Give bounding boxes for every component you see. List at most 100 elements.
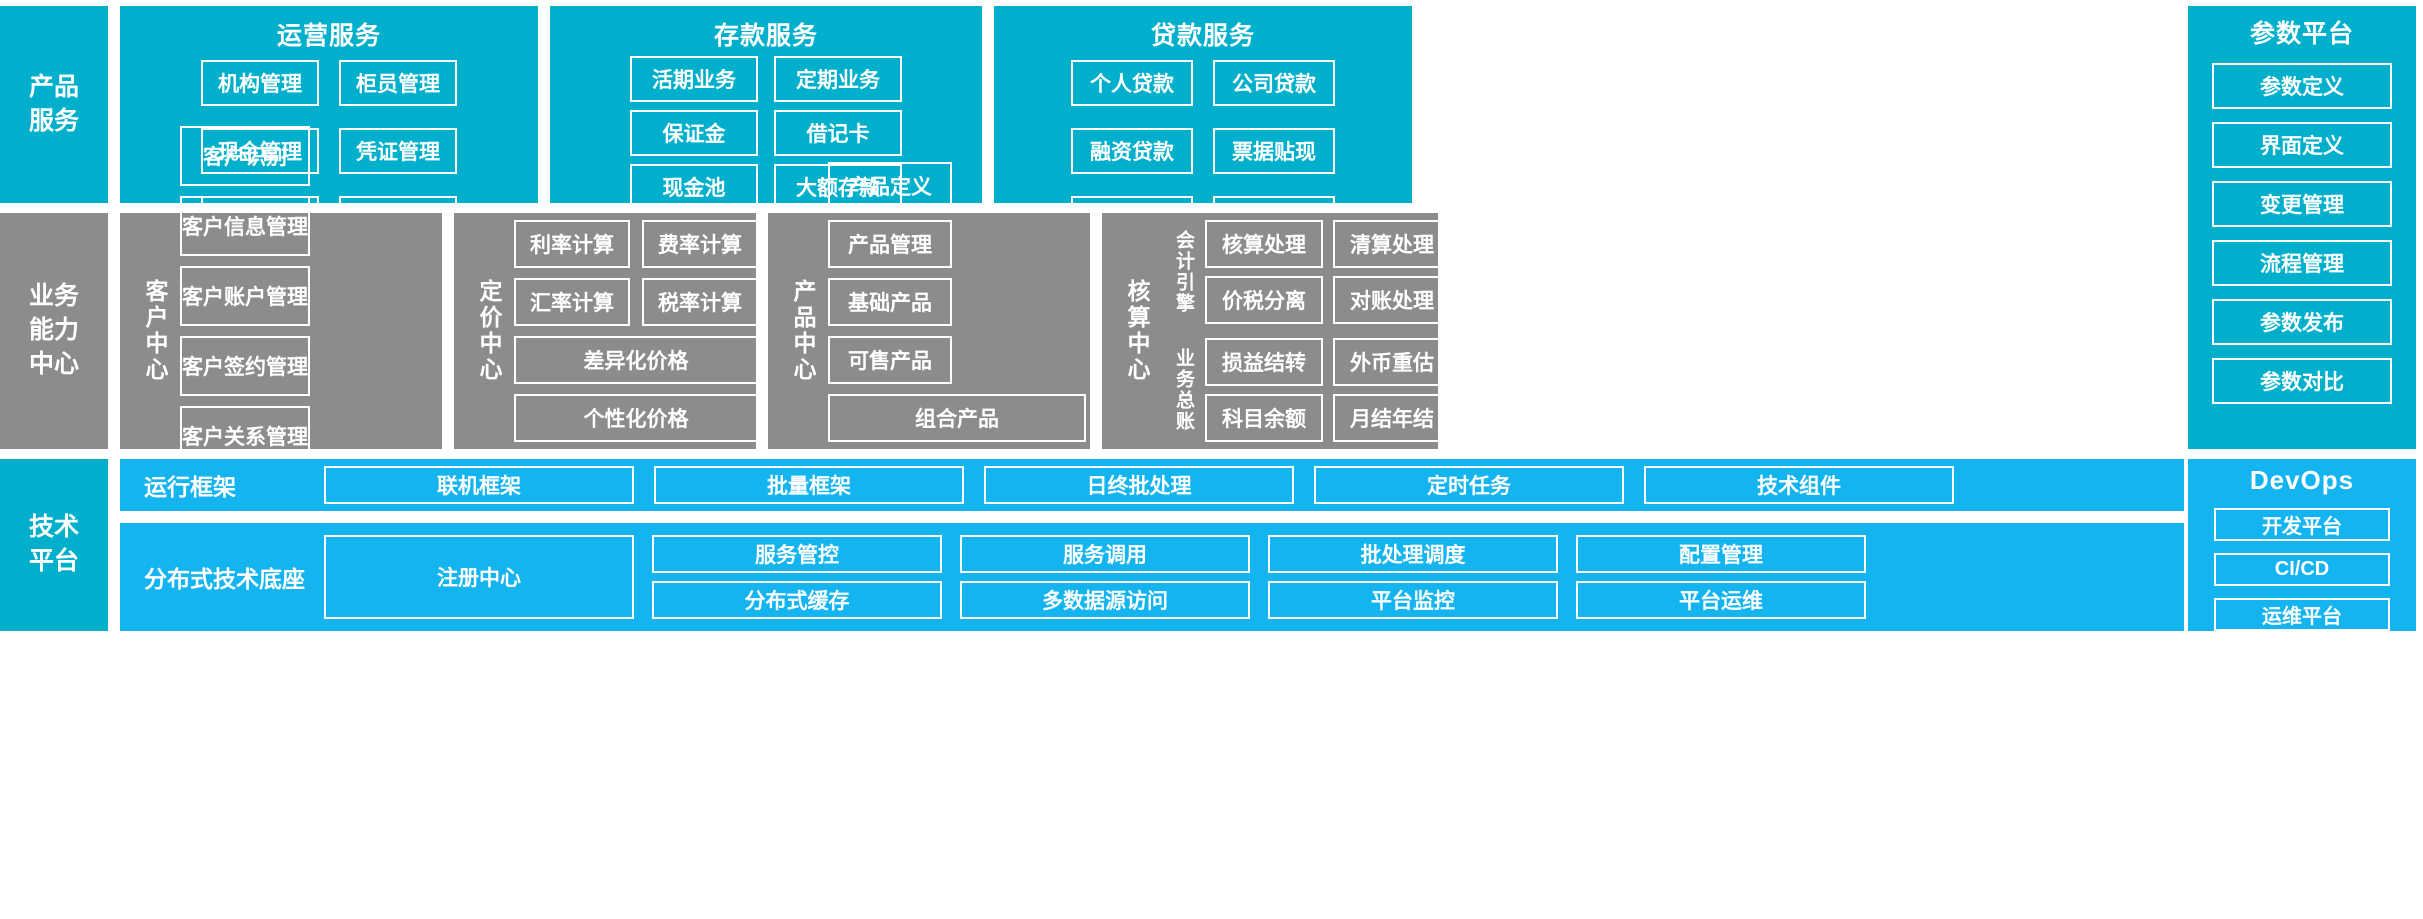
item-parameter[interactable]: 参数发布 bbox=[2212, 299, 2392, 345]
item-pricing[interactable]: 汇率计算 bbox=[514, 278, 630, 326]
band-label-business-capability: 业务能力中心 bbox=[0, 213, 108, 449]
accounting-engine-items: 核算处理 清算处理 价税分离 对账处理 bbox=[1205, 220, 1451, 324]
panel-title-operation: 运营服务 bbox=[276, 22, 381, 50]
parameter-platform-title: 参数平台 bbox=[2249, 20, 2354, 48]
strip-label-runtime: 运行框架 bbox=[144, 474, 236, 500]
item-base[interactable]: 多数据源访问 bbox=[960, 581, 1250, 619]
vlabel-customer-center: 客户中心 bbox=[142, 279, 168, 383]
item-parameter[interactable]: 参数对比 bbox=[2212, 358, 2392, 404]
product-items: 产品定义 产品管理 基础产品 可售产品 组合产品 产品引擎 bbox=[828, 162, 1086, 500]
item-runtime[interactable]: 定时任务 bbox=[1314, 466, 1624, 504]
item-runtime[interactable]: 日终批处理 bbox=[984, 466, 1294, 504]
vlabel-accounting-center: 核算中心 bbox=[1124, 279, 1150, 383]
item-accounting[interactable]: 核算处理 bbox=[1205, 220, 1323, 268]
item-product[interactable]: 组合产品 bbox=[828, 394, 1086, 442]
business-capability-band: 业务能力中心 客户中心 客户识别 客户信息管理 客户账户管理 客户签约管理 客户… bbox=[0, 126, 2423, 536]
parameter-platform-column: 参数平台 参数定义 界面定义 变更管理 流程管理 参数发布 参数对比 bbox=[2188, 6, 2416, 449]
runtime-items: 联机框架 批量框架 日终批处理 定时任务 技术组件 bbox=[324, 466, 1954, 504]
item-accounting[interactable]: 清算处理 bbox=[1333, 220, 1451, 268]
vlabel-product-center: 产品中心 bbox=[790, 279, 816, 383]
item-operation[interactable]: 机构管理 bbox=[201, 60, 319, 106]
base-column: 服务管控 分布式缓存 bbox=[652, 535, 942, 619]
item-deposit[interactable]: 活期业务 bbox=[630, 56, 758, 102]
item-ledger[interactable]: 科目余额 bbox=[1205, 394, 1323, 442]
panel-title-deposit: 存款服务 bbox=[713, 22, 818, 50]
item-product[interactable]: 产品管理 bbox=[828, 220, 952, 268]
accounting-group-ledger: 业务总账 损益结转 外币重估 科目余额 月结年结 bbox=[1162, 338, 1451, 442]
item-loan[interactable]: 个人贷款 bbox=[1071, 60, 1193, 106]
item-parameter[interactable]: 变更管理 bbox=[2212, 181, 2392, 227]
item-customer[interactable]: 客户签约管理 bbox=[180, 336, 310, 396]
item-base[interactable]: 服务调用 bbox=[960, 535, 1250, 573]
item-loan[interactable]: 公司贷款 bbox=[1213, 60, 1335, 106]
item-registry-center[interactable]: 注册中心 bbox=[324, 535, 634, 619]
panel-loan-services: 贷款服务 个人贷款 公司贷款 融资贷款 票据贴现 网上贷款 联合贷款 bbox=[994, 6, 1412, 242]
item-pricing[interactable]: 个性化价格 bbox=[514, 394, 758, 442]
item-product[interactable]: 基础产品 bbox=[828, 278, 952, 326]
item-pricing[interactable]: 利率计算 bbox=[514, 220, 630, 268]
devops-column: DevOps 开发平台 CI/CD 运维平台 bbox=[2188, 459, 2416, 631]
item-parameter[interactable]: 流程管理 bbox=[2212, 240, 2392, 286]
item-base[interactable]: 配置管理 bbox=[1576, 535, 1866, 573]
item-pricing[interactable]: 税率计算 bbox=[642, 278, 758, 326]
item-product[interactable]: 产品定义 bbox=[828, 162, 952, 210]
item-parameter[interactable]: 参数定义 bbox=[2212, 63, 2392, 109]
item-ledger[interactable]: 损益结转 bbox=[1205, 338, 1323, 386]
item-runtime[interactable]: 联机框架 bbox=[324, 466, 634, 504]
vlabel-business-ledger: 业务总账 bbox=[1173, 348, 1194, 432]
item-base[interactable]: 分布式缓存 bbox=[652, 581, 942, 619]
base-column: 批处理调度 平台监控 bbox=[1268, 535, 1558, 619]
item-operation[interactable]: 凭证管理 bbox=[339, 128, 457, 174]
item-runtime[interactable]: 技术组件 bbox=[1644, 466, 1954, 504]
item-deposit[interactable]: 现金池 bbox=[630, 164, 758, 210]
pricing-items: 利率计算 费率计算 汇率计算 税率计算 差异化价格 个性化价格 bbox=[514, 220, 758, 442]
item-devops[interactable]: 开发平台 bbox=[2214, 508, 2390, 541]
item-loan[interactable]: 融资贷款 bbox=[1071, 128, 1193, 174]
panel-pricing-center: 定价中心 利率计算 费率计算 汇率计算 税率计算 差异化价格 个性化价格 bbox=[454, 213, 758, 449]
base-column: 配置管理 平台运维 bbox=[1576, 535, 1866, 619]
panel-accounting-center: 核算中心 会计引擎 核算处理 清算处理 价税分离 对账处理 业务总账 损益结转 … bbox=[1102, 213, 1451, 449]
item-deposit[interactable]: 保证金 bbox=[630, 110, 758, 156]
panel-title-loan: 贷款服务 bbox=[1150, 22, 1255, 50]
item-customer[interactable]: 客户关系管理 bbox=[180, 406, 310, 466]
item-pricing[interactable]: 费率计算 bbox=[642, 220, 758, 268]
item-base[interactable]: 批处理调度 bbox=[1268, 535, 1558, 573]
item-customer[interactable]: 客户信息管理 bbox=[180, 196, 310, 256]
item-deposit[interactable]: 定期业务 bbox=[774, 56, 902, 102]
item-product[interactable]: 可售产品 bbox=[828, 336, 952, 384]
item-devops[interactable]: CI/CD bbox=[2214, 553, 2390, 586]
panel-customer-center: 客户中心 客户识别 客户信息管理 客户账户管理 客户签约管理 客户关系管理 客户… bbox=[120, 126, 442, 536]
item-base[interactable]: 平台监控 bbox=[1268, 581, 1558, 619]
band-label-technical-platform: 技术平台 bbox=[0, 459, 108, 631]
item-runtime[interactable]: 批量框架 bbox=[654, 466, 964, 504]
item-devops[interactable]: 运维平台 bbox=[2214, 598, 2390, 631]
base-column: 服务调用 多数据源访问 bbox=[960, 535, 1250, 619]
item-operation[interactable]: 现金管理 bbox=[201, 128, 319, 174]
vlabel-accounting-engine: 会计引擎 bbox=[1173, 230, 1194, 314]
item-customer[interactable]: 客户账户管理 bbox=[180, 266, 310, 326]
accounting-groups: 会计引擎 核算处理 清算处理 价税分离 对账处理 业务总账 损益结转 外币重估 … bbox=[1162, 220, 1451, 442]
vlabel-pricing-center: 定价中心 bbox=[476, 279, 502, 383]
item-accounting[interactable]: 价税分离 bbox=[1205, 276, 1323, 324]
item-base[interactable]: 服务管控 bbox=[652, 535, 942, 573]
item-parameter[interactable]: 界面定义 bbox=[2212, 122, 2392, 168]
technical-strips: 运行框架 联机框架 批量框架 日终批处理 定时任务 技术组件 分布式技术底座 注… bbox=[120, 459, 2184, 913]
item-operation[interactable]: 柜员管理 bbox=[339, 60, 457, 106]
item-deposit[interactable]: 借记卡 bbox=[774, 110, 902, 156]
item-base[interactable]: 平台运维 bbox=[1576, 581, 1866, 619]
business-ledger-items: 损益结转 外币重估 科目余额 月结年结 bbox=[1205, 338, 1451, 442]
accounting-group-engine: 会计引擎 核算处理 清算处理 价税分离 对账处理 bbox=[1162, 220, 1451, 324]
distributed-base-items: 注册中心 服务管控 分布式缓存 服务调用 多数据源访问 批处理调度 平台监控 bbox=[324, 535, 1866, 619]
devops-title: DevOps bbox=[2249, 465, 2355, 495]
band-label-product-services: 产品服务 bbox=[0, 6, 108, 203]
item-ledger[interactable]: 外币重估 bbox=[1333, 338, 1451, 386]
item-ledger[interactable]: 月结年结 bbox=[1333, 394, 1451, 442]
item-customer[interactable]: 客户识别 bbox=[180, 126, 310, 186]
item-pricing[interactable]: 差异化价格 bbox=[514, 336, 758, 384]
item-loan[interactable]: 票据贴现 bbox=[1213, 128, 1335, 174]
strip-runtime-framework: 运行框架 联机框架 批量框架 日终批处理 定时任务 技术组件 bbox=[120, 459, 2184, 511]
item-accounting[interactable]: 对账处理 bbox=[1333, 276, 1451, 324]
panel-product-center: 产品中心 产品定义 产品管理 基础产品 可售产品 组合产品 产品引擎 bbox=[768, 162, 1090, 500]
